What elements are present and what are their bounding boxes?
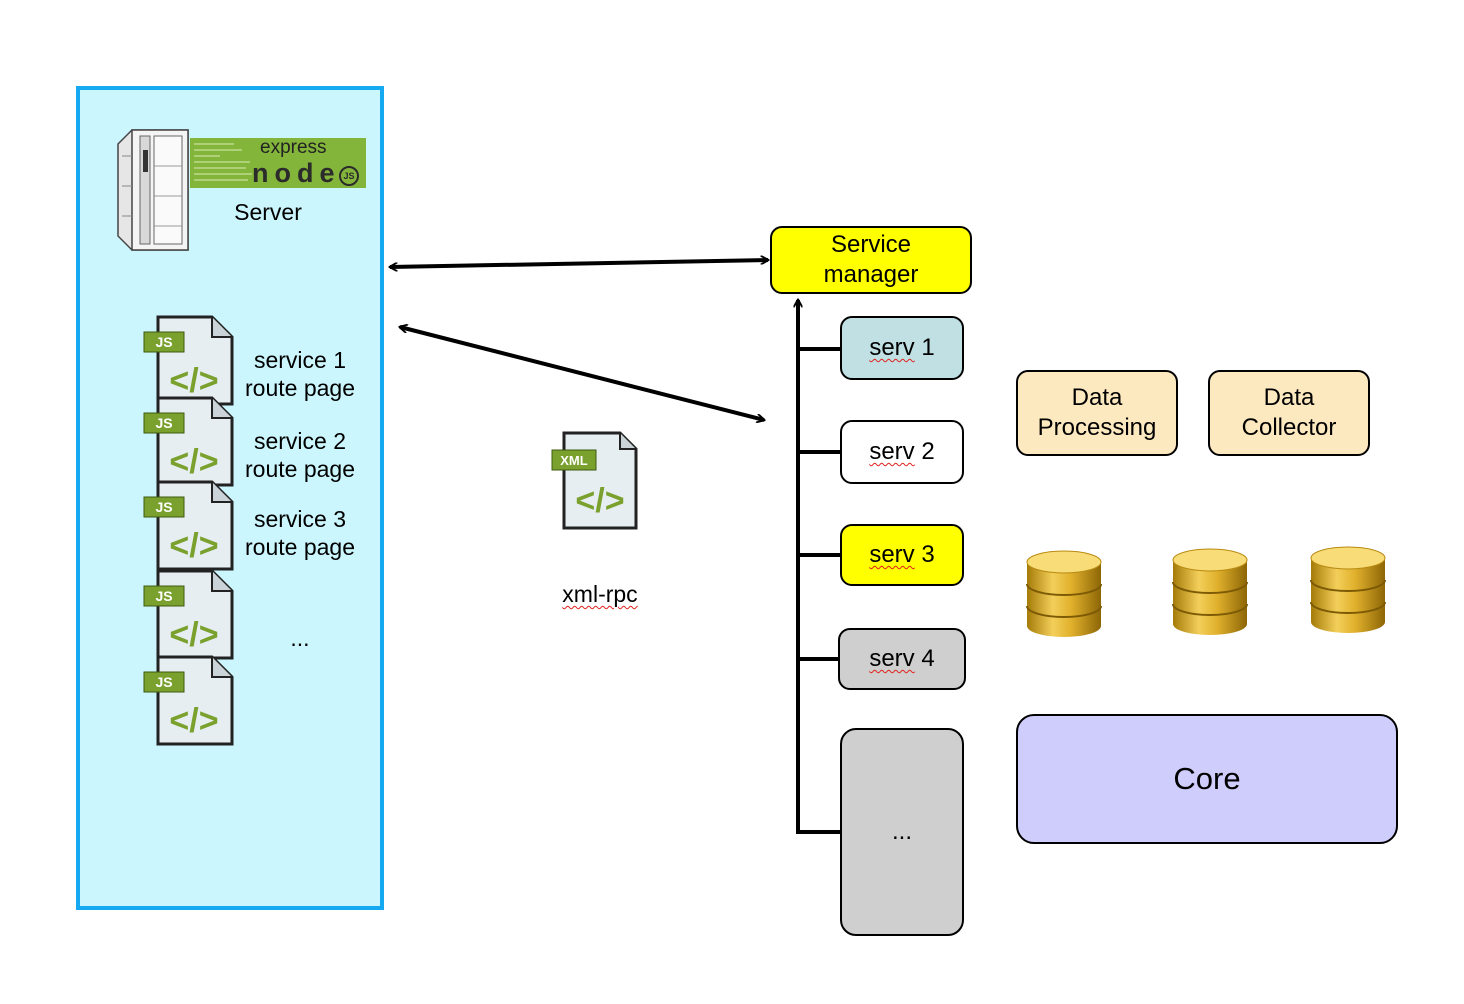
route-label-line2: route page xyxy=(245,534,355,560)
service-box-more: ... xyxy=(840,728,964,936)
route-label-line2: route page xyxy=(245,456,355,482)
data-processing-line2: Processing xyxy=(1037,414,1157,441)
node-text: node xyxy=(252,158,341,188)
svg-text:JS: JS xyxy=(155,499,172,515)
service-box-1: serv 1 xyxy=(840,316,964,380)
svg-text:</>: </> xyxy=(169,443,218,481)
service-manager-box: Service manager xyxy=(770,226,972,294)
svg-text:</>: </> xyxy=(169,702,218,740)
arrow-server-manager xyxy=(390,260,768,267)
route-label-line1: service 2 xyxy=(253,428,347,454)
xml-rpc-text: xml-rpc xyxy=(562,581,638,607)
database-icon xyxy=(1310,546,1386,633)
route-label-line2: route page xyxy=(245,375,355,401)
data-processing-line1: Data xyxy=(1071,384,1123,411)
service-num: 2 xyxy=(921,438,935,465)
data-collector-line2: Collector xyxy=(1241,414,1337,441)
route-label-line1: service 1 xyxy=(253,347,347,373)
service-name: serv xyxy=(869,645,915,672)
js-file-icon: JS </> xyxy=(143,480,234,571)
route-label-2: service 2 route page xyxy=(230,427,370,483)
svg-text:JS: JS xyxy=(155,588,172,604)
service-num: 3 xyxy=(921,541,935,568)
core-box: Core xyxy=(1016,714,1398,844)
svg-text:XML: XML xyxy=(560,453,588,468)
server-tower-icon xyxy=(117,129,189,251)
js-file-icon: JS </> xyxy=(143,396,234,487)
service-name: serv xyxy=(869,334,915,361)
data-collector-line1: Data xyxy=(1263,384,1315,411)
route-label-1: service 1 route page xyxy=(230,346,370,402)
service-box-4: serv 4 xyxy=(838,628,966,690)
xml-file-icon: XML </> xyxy=(551,431,638,530)
data-processing-box: Data Processing xyxy=(1016,370,1178,456)
svg-text:</>: </> xyxy=(169,527,218,565)
code-lines-decoration xyxy=(194,143,252,181)
svg-text:</>: </> xyxy=(169,616,218,654)
database-icon xyxy=(1026,550,1102,637)
js-file-icon: JS </> xyxy=(143,569,234,660)
svg-text:JS: JS xyxy=(155,334,172,350)
route-label-line1: service 3 xyxy=(253,506,347,532)
service-manager-line2: manager xyxy=(823,261,919,288)
svg-text:</>: </> xyxy=(575,482,624,520)
arrow-routes-services xyxy=(400,327,764,420)
svg-text:JS: JS xyxy=(155,674,172,690)
database-icon xyxy=(1172,548,1248,635)
js-hex-badge: JS xyxy=(339,166,359,186)
express-text: express xyxy=(260,138,327,158)
xml-rpc-label: xml-rpc xyxy=(540,580,660,608)
express-nodejs-logo: express node JS xyxy=(190,138,366,188)
svg-text:</>: </> xyxy=(169,362,218,400)
service-manager-line1: Service xyxy=(830,231,912,258)
service-box-3: serv 3 xyxy=(840,524,964,586)
service-name: serv xyxy=(869,438,915,465)
service-name: ... xyxy=(891,818,912,845)
server-label: Server xyxy=(234,199,302,225)
route-label-line1: ... xyxy=(290,625,310,651)
data-collector-box: Data Collector xyxy=(1208,370,1370,456)
js-file-icon: JS </> xyxy=(143,315,234,406)
service-name: serv xyxy=(869,541,915,568)
js-file-icon: JS </> xyxy=(143,655,234,746)
route-label-3: service 3 route page xyxy=(230,505,370,561)
service-num: 4 xyxy=(921,645,935,672)
route-label-more: ... xyxy=(230,624,370,652)
svg-text:JS: JS xyxy=(155,415,172,431)
service-num: 1 xyxy=(921,334,935,361)
service-box-2: serv 2 xyxy=(840,420,964,484)
core-label: Core xyxy=(1173,761,1241,796)
